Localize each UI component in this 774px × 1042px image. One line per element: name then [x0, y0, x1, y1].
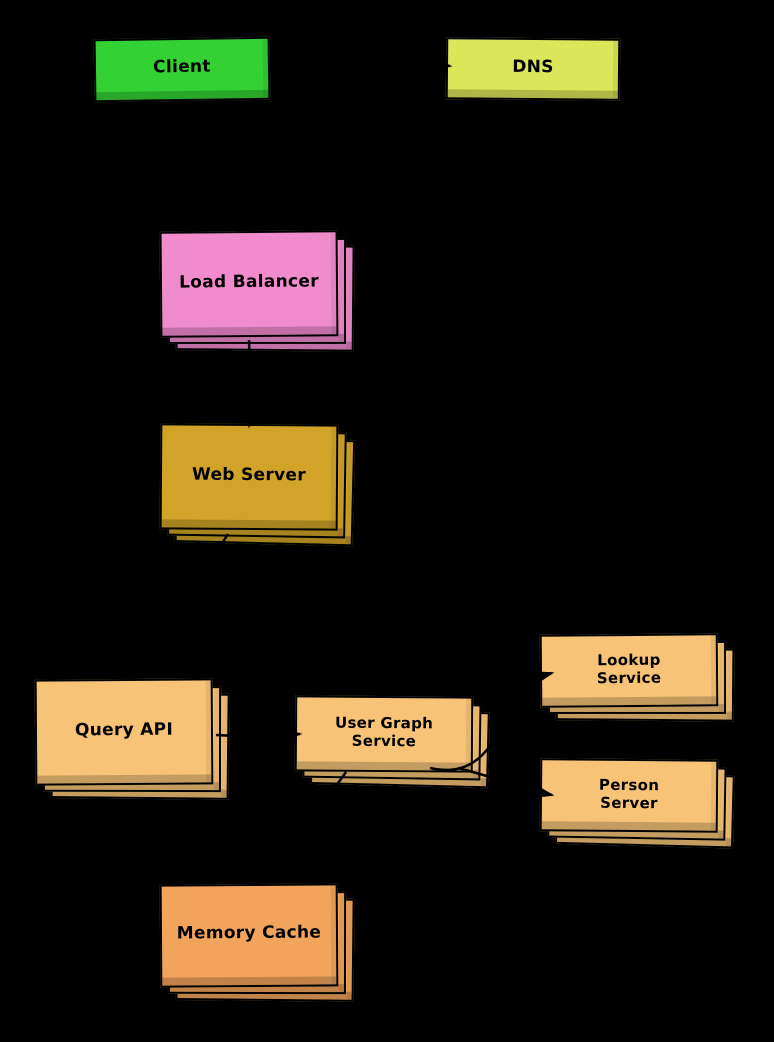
node-label: Person Server: [598, 775, 660, 812]
edge-client-dns: [271, 56, 453, 72]
edge-user-graph-memcache: [256, 771, 348, 885]
node-web-server: Web Server: [159, 423, 356, 547]
edge-client-load-balancer: [178, 102, 242, 234]
node-label: Load Balancer: [178, 271, 319, 293]
node-dns: DNS: [445, 37, 621, 101]
node-label: User Graph Service: [334, 713, 434, 751]
node-lookup-service: Lookup Service: [539, 633, 735, 722]
node-person-server: Person Server: [539, 758, 735, 849]
node-label: Query API: [74, 719, 174, 741]
node-label: Client: [152, 56, 211, 78]
node-label: Web Server: [191, 464, 307, 486]
node-label: DNS: [512, 56, 554, 77]
node-load-balancer: Load Balancer: [159, 230, 355, 352]
edge-web-server-query-api: [128, 533, 230, 681]
node-label: Memory Cache: [176, 922, 322, 944]
node-client: Client: [93, 36, 271, 103]
node-label: Lookup Service: [596, 650, 662, 687]
node-user-graph-service: User Graph Service: [294, 695, 490, 789]
node-memory-cache: Memory Cache: [159, 883, 355, 1002]
node-query-api: Query API: [34, 678, 230, 800]
